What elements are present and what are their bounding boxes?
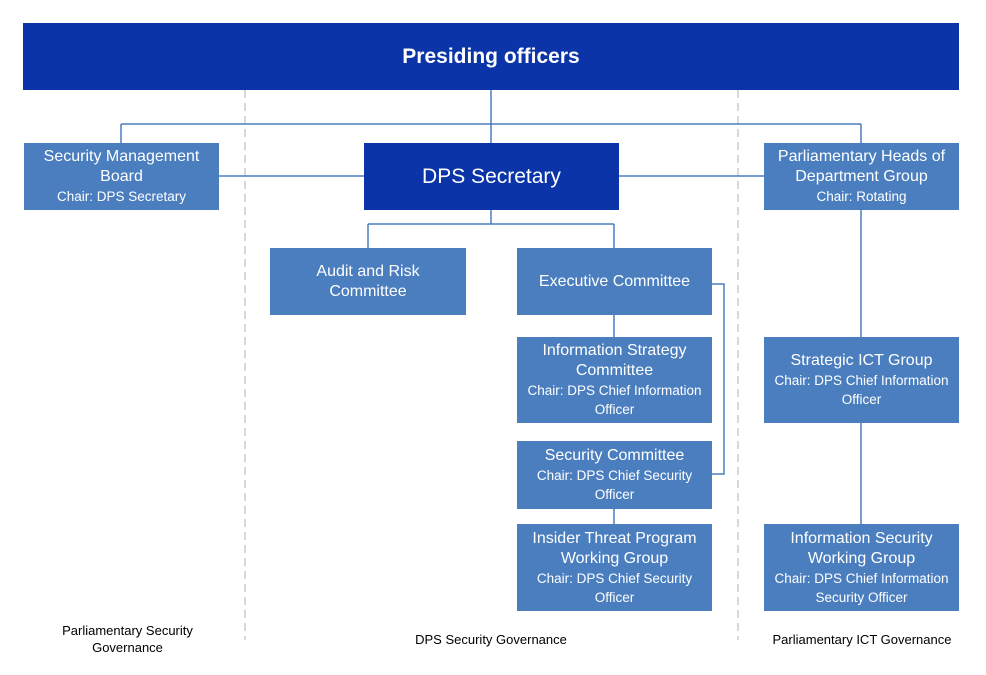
info-strategy-title: Information Strategy Committee	[542, 342, 687, 379]
connectors	[120, 90, 862, 524]
audit-risk-box: Audit and Risk Committee	[270, 248, 466, 315]
zone-label-left: Parliamentary Security Governance	[62, 623, 193, 655]
executive-committee-title: Executive Committee	[538, 272, 691, 290]
info-security-wg-box: Information Security Working Group Chair…	[764, 524, 959, 611]
executive-committee-box: Executive Committee	[517, 248, 712, 315]
info-security-wg-chair: Chair: DPS Chief Information Security Of…	[774, 570, 949, 605]
security-management-board-chair: Chair: DPS Secretary	[56, 189, 187, 204]
security-committee-box: Security Committee Chair: DPS Chief Secu…	[517, 441, 712, 509]
parliamentary-heads-box: Parliamentary Heads of Department Group …	[764, 143, 959, 210]
zone-label-right: Parliamentary ICT Governance	[772, 632, 952, 647]
info-strategy-chair: Chair: DPS Chief Information Officer	[527, 383, 702, 417]
security-committee-title: Security Committee	[544, 447, 685, 464]
security-management-board-box: Security Management Board Chair: DPS Sec…	[24, 143, 219, 210]
insider-threat-chair: Chair: DPS Chief Security Officer	[536, 570, 693, 605]
security-management-board-title: Security Management Board	[43, 148, 200, 185]
zone-label-center: DPS Security Governance	[415, 632, 567, 647]
parliamentary-heads-chair: Chair: Rotating	[816, 189, 907, 204]
insider-threat-box: Insider Threat Program Working Group Cha…	[517, 524, 712, 611]
strategic-ict-box: Strategic ICT Group Chair: DPS Chief Inf…	[764, 337, 959, 423]
info-security-wg-title: Information Security Working Group	[790, 529, 933, 567]
dps-secretary-box: DPS Secretary	[364, 143, 619, 210]
audit-risk-title: Audit and Risk Committee	[316, 262, 420, 300]
parliamentary-heads-title: Parliamentary Heads of Department Group	[777, 148, 946, 185]
insider-threat-title: Insider Threat Program Working Group	[532, 529, 697, 567]
presiding-officers-box: Presiding officers	[23, 23, 959, 90]
presiding-officers-title: Presiding officers	[402, 44, 580, 68]
strategic-ict-title: Strategic ICT Group	[790, 352, 933, 369]
security-committee-chair: Chair: DPS Chief Security Officer	[536, 468, 693, 502]
dps-secretary-title: DPS Secretary	[422, 164, 561, 188]
strategic-ict-chair: Chair: DPS Chief Information Officer	[774, 373, 949, 407]
info-strategy-box: Information Strategy Committee Chair: DP…	[517, 337, 712, 423]
connector-exec-security-bracket	[712, 283, 725, 475]
